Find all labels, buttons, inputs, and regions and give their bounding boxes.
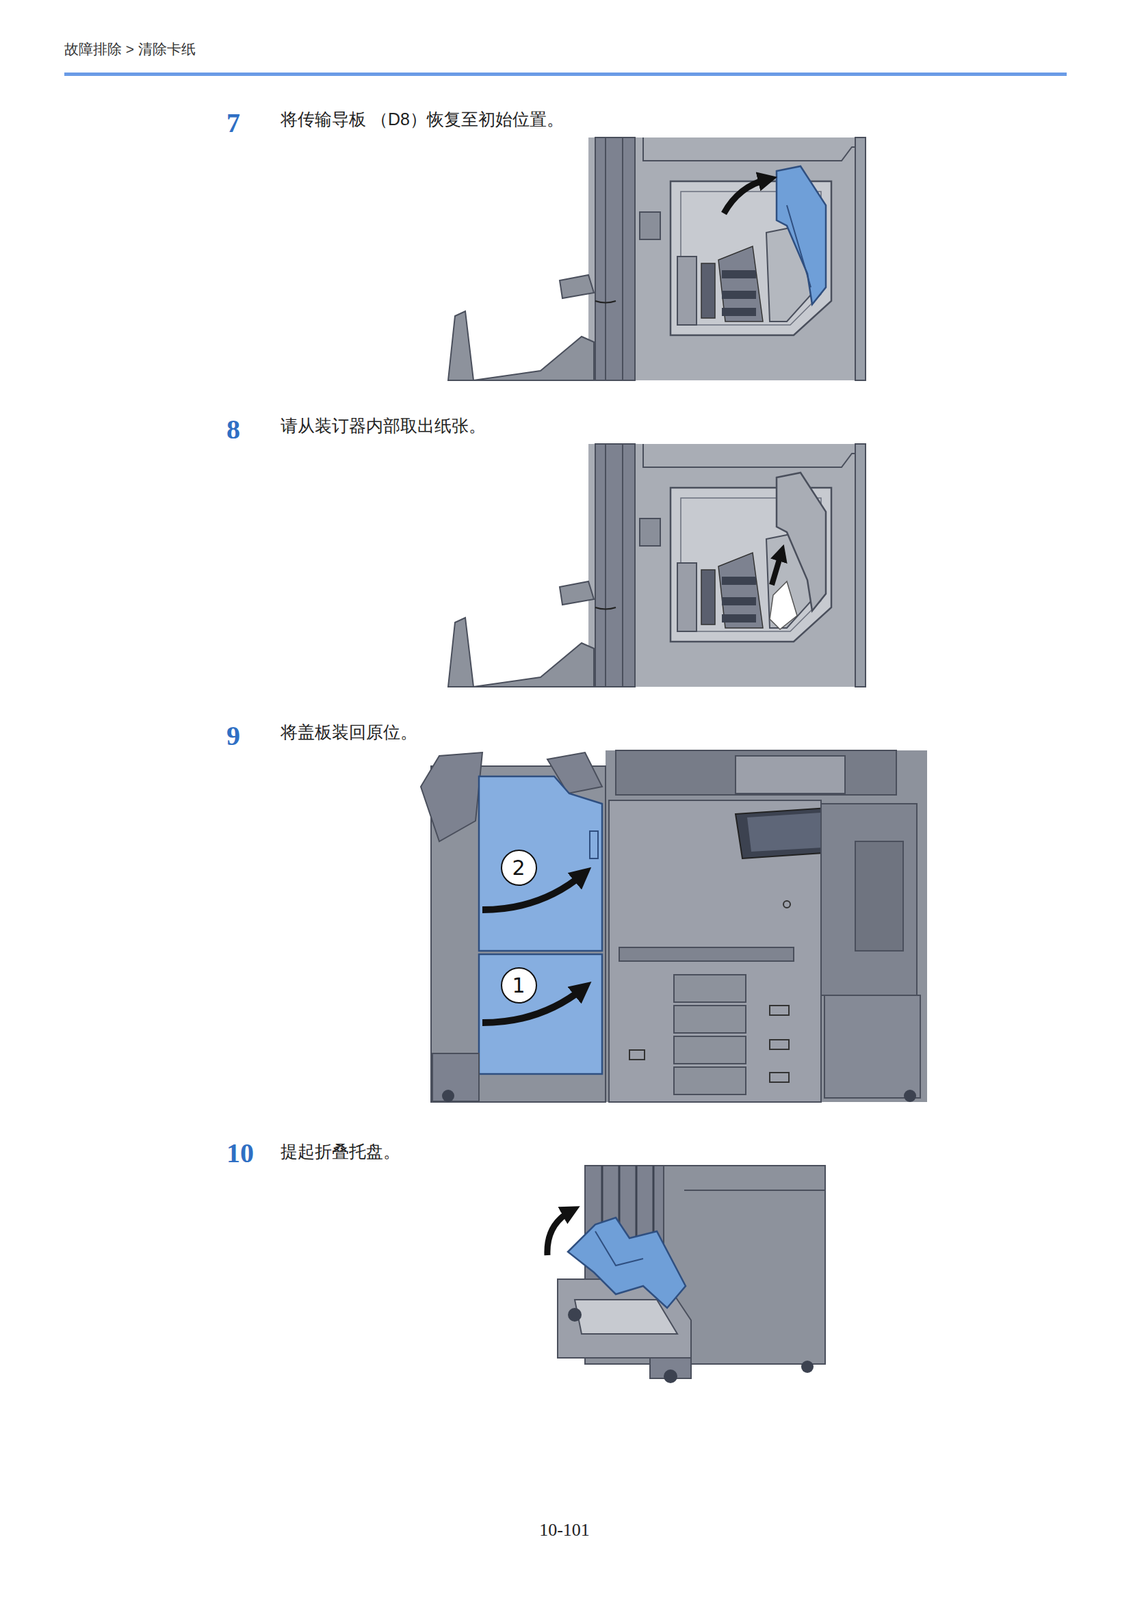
step-number: 9 bbox=[226, 719, 241, 752]
step-number: 7 bbox=[226, 106, 241, 139]
step10-illustration bbox=[547, 1165, 826, 1384]
step-text: 提起折叠托盘。 bbox=[280, 1140, 401, 1164]
callout-circle: 1 bbox=[500, 967, 538, 1004]
step7-illustration bbox=[448, 137, 866, 381]
callout-circle: 2 bbox=[500, 849, 538, 887]
step-text: 将盖板装回原位。 bbox=[280, 721, 418, 744]
step-text: 将传输导板 （D8）恢复至初始位置。 bbox=[280, 108, 564, 131]
step-text: 请从装订器内部取出纸张。 bbox=[280, 414, 486, 438]
callout-number: 2 bbox=[511, 855, 525, 880]
step-number: 8 bbox=[226, 413, 241, 446]
step-number: 10 bbox=[226, 1137, 254, 1170]
step9-illustration bbox=[420, 750, 928, 1103]
step8-illustration bbox=[448, 444, 866, 687]
callout-number: 1 bbox=[511, 973, 525, 998]
header-rule bbox=[64, 72, 1067, 76]
page-number: 10-101 bbox=[496, 1520, 633, 1541]
breadcrumb: 故障排除 > 清除卡纸 bbox=[64, 39, 196, 59]
